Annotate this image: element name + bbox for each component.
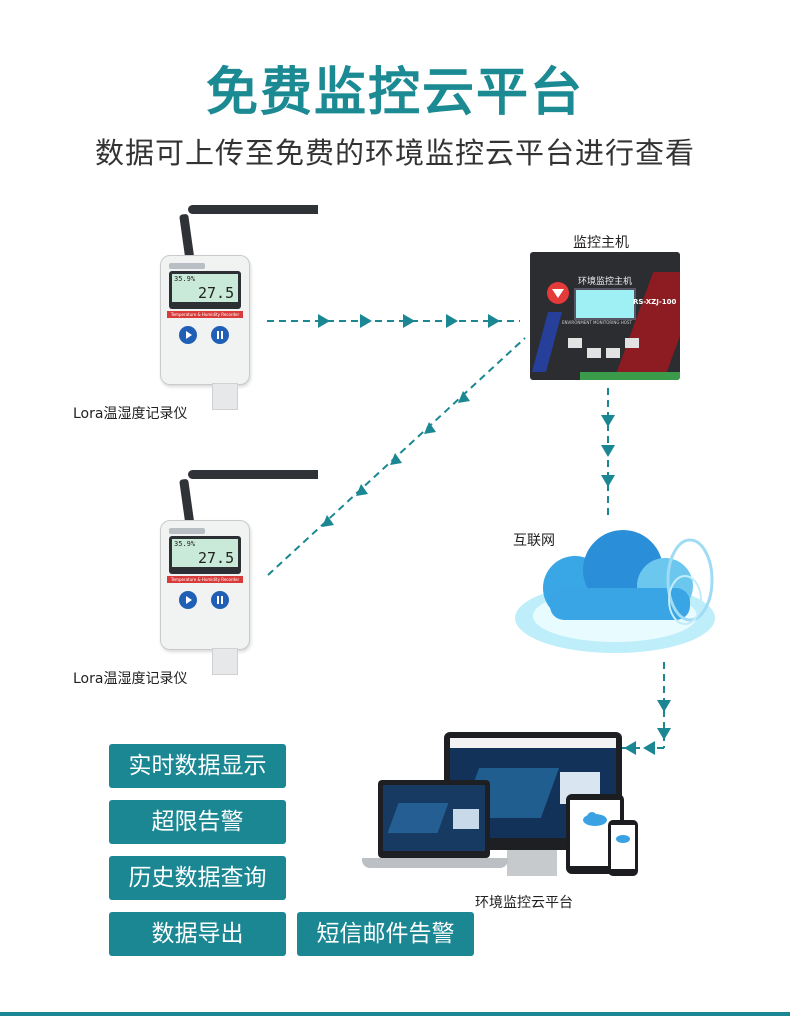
phone [608,820,638,876]
arrow-icon [318,314,330,328]
platform-devices [362,730,642,890]
host-logo-icon [545,280,571,310]
arrow-icon [601,445,615,457]
cloud-icon [515,530,715,653]
arrow-icon [458,391,470,403]
lora-device-2: 35.9% 27.5 Temperature & Humidity Record… [160,465,336,675]
arrow-icon [643,741,655,755]
humidity-readout: 35.9% [174,540,196,548]
bottom-divider [0,1012,790,1016]
host-button [625,338,639,348]
page-title: 免费监控云平台 [205,63,584,123]
arrow-icon [360,314,372,328]
monitoring-host: 环境监控主机 ENVIRONMENT MONITORING HOST RS-XZ… [530,252,680,380]
feature-realtime-display: 实时数据显示 [109,744,286,788]
humidity-readout: 35.9% [174,275,196,283]
brand-logo-icon [169,528,205,534]
probe [212,383,238,410]
device-body: 35.9% 27.5 Temperature & Humidity Record… [160,520,250,650]
arrow-icon [390,453,402,465]
host-button [568,338,582,348]
host-screen-title: 环境监控主机 [577,277,632,287]
arrow-icon [322,515,334,527]
terminal-block [580,372,680,380]
device-label-2: Lora温湿度记录仪 [73,671,188,687]
temperature-readout: 27.5 [198,284,235,302]
arrow-icon [488,314,500,328]
host-screen [574,288,636,320]
arrow-icon [657,700,671,712]
pause-button-icon [211,591,229,613]
laptop-screen [383,785,485,851]
page-subtitle: 数据可上传至免费的环境监控云平台进行查看 [94,136,695,170]
host-button [587,348,601,358]
laptop [378,780,490,858]
play-button-icon [179,591,197,613]
device-body: 35.9% 27.5 Temperature & Humidity Record… [160,255,250,385]
feature-data-export: 数据导出 [109,912,286,956]
arrow-icon [356,484,368,496]
pause-button-icon [211,326,229,348]
feature-history-query: 历史数据查询 [109,856,286,900]
antenna-icon [178,467,336,537]
platform-label: 环境监控云平台 [475,895,573,911]
device-label-1: Lora温湿度记录仪 [73,406,188,422]
arrow-icon [403,314,415,328]
arrow-icon [657,728,671,740]
play-button-icon [179,326,197,348]
monitor-stand [507,850,557,876]
host-button [606,348,620,358]
lora-device-1: 35.9% 27.5 Temperature & Humidity Record… [160,200,336,410]
feature-over-limit-alarm: 超限告警 [109,800,286,844]
device-screen: 35.9% 27.5 [169,271,241,309]
arrow-icon [424,422,436,434]
feature-sms-email-alarm: 短信邮件告警 [297,912,474,956]
host-model: RS-XZJ-100 [633,298,677,306]
arrow-icon [624,741,636,755]
arrow-icon [601,415,615,427]
host-panel-text: ENVIRONMENT MONITORING HOST [562,320,632,325]
antenna-icon [178,202,336,272]
device-caption: Temperature & Humidity Recorder [167,576,243,583]
blue-stripe [531,312,563,372]
probe [212,648,238,675]
host-label: 监控主机 [573,235,629,251]
phone-screen [611,825,635,869]
internet-label: 互联网 [513,533,555,549]
device-caption: Temperature & Humidity Recorder [167,311,243,318]
temperature-readout: 27.5 [198,549,235,567]
arrow-icon [446,314,458,328]
brand-logo-icon [169,263,205,269]
arrow-icon [601,475,615,487]
device-screen: 35.9% 27.5 [169,536,241,574]
laptop-base [362,858,508,868]
